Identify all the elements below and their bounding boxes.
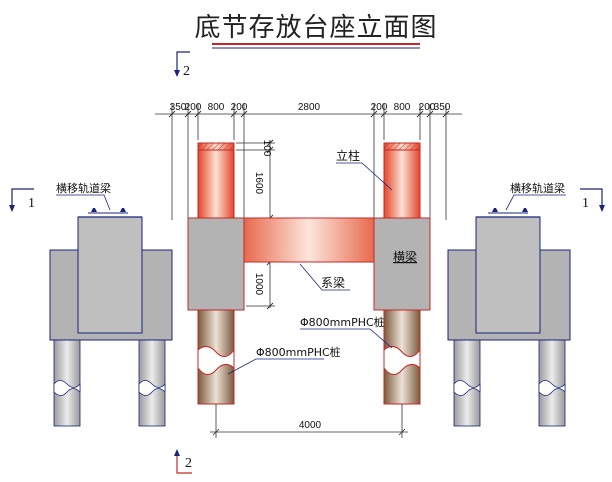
drawing-title: 底节存放台座立面图 bbox=[194, 13, 437, 43]
section-mark-right: 1 bbox=[580, 188, 605, 212]
dim-column-1600: 1600 bbox=[253, 172, 264, 195]
dim-2800: 2800 bbox=[298, 102, 321, 113]
leader-track-right bbox=[505, 194, 566, 211]
label-column: 立柱 bbox=[336, 148, 360, 163]
leader-column bbox=[336, 162, 393, 191]
top-dimension-ticks bbox=[168, 110, 450, 118]
label-track-beam-right: 横移轨道梁 bbox=[510, 181, 565, 195]
bottom-dimension bbox=[210, 404, 408, 438]
svg-text:1: 1 bbox=[582, 196, 589, 211]
dim-200-right-b: 200 bbox=[419, 102, 436, 113]
right-rail-icon bbox=[488, 208, 528, 214]
dim-4000: 4000 bbox=[299, 420, 322, 431]
dim-200-left-b: 200 bbox=[231, 102, 248, 113]
dim-800-left: 800 bbox=[208, 102, 225, 113]
dim-350-left: 350 bbox=[170, 102, 187, 113]
crossbeam-right bbox=[373, 217, 431, 311]
section-mark-left: 1 bbox=[9, 188, 35, 212]
label-track-beam-left: 横移轨道梁 bbox=[56, 181, 111, 195]
leader-pile-lower bbox=[227, 358, 324, 375]
svg-text:1: 1 bbox=[28, 196, 35, 211]
dim-200-right-a: 200 bbox=[371, 102, 388, 113]
dim-lower-1000: 1000 bbox=[253, 273, 264, 296]
label-crossbeam: 横梁 bbox=[393, 249, 417, 264]
leader-pile-upper bbox=[300, 328, 393, 349]
left-rail-icon bbox=[88, 208, 128, 214]
column-right bbox=[383, 142, 421, 219]
label-tie-beam: 系梁 bbox=[321, 275, 345, 290]
section-mark-bottom: 2 bbox=[174, 449, 192, 474]
left-track-assembly bbox=[49, 208, 173, 427]
tie-beam bbox=[243, 217, 375, 263]
pile-right bbox=[383, 309, 421, 405]
dim-350-right: 350 bbox=[434, 102, 451, 113]
leader-tie-beam bbox=[299, 263, 350, 291]
pile-left bbox=[197, 309, 235, 405]
section-mark-top: 2 bbox=[174, 51, 190, 79]
dim-cap-100: 100 bbox=[261, 140, 272, 157]
dim-800-right: 800 bbox=[394, 102, 411, 113]
right-track-assembly bbox=[447, 208, 571, 427]
svg-text:2: 2 bbox=[185, 456, 192, 471]
right-track-beam bbox=[475, 216, 541, 334]
dim-200-left-a: 200 bbox=[185, 102, 202, 113]
column-left-cap bbox=[197, 142, 235, 151]
leader-track-left bbox=[56, 194, 111, 211]
column-left bbox=[197, 142, 235, 219]
pile-cap-left bbox=[187, 217, 245, 311]
label-pile-upper: Φ800mmPHC桩 bbox=[300, 315, 385, 329]
top-dimension-chain bbox=[155, 104, 462, 220]
left-track-beam bbox=[77, 216, 143, 334]
column-right-cap bbox=[383, 142, 421, 151]
label-pile-lower: Φ800mmPHC桩 bbox=[256, 345, 341, 359]
svg-text:2: 2 bbox=[183, 64, 190, 79]
